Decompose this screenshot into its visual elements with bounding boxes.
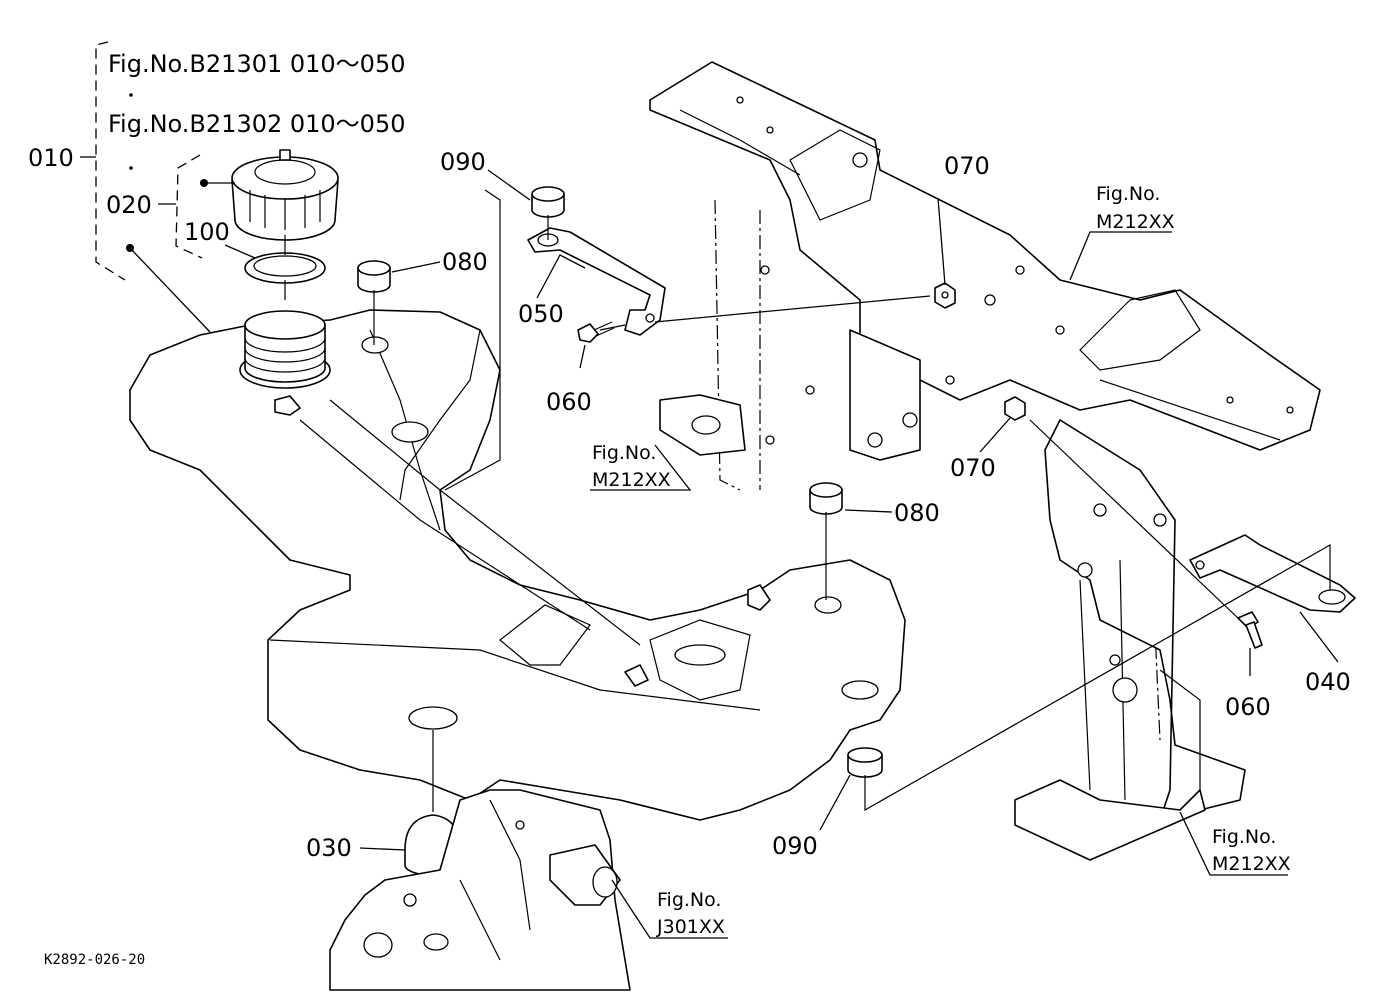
label-070-lower: 070	[950, 454, 996, 482]
ref-b21302: Fig.No.B21302 010～050	[108, 110, 406, 138]
group-bracket-010	[95, 41, 126, 281]
transmission-case	[329, 789, 631, 991]
group-bracket-020	[175, 154, 203, 259]
bolt-060-lower	[1237, 611, 1263, 649]
label-010: 010	[28, 144, 74, 172]
fuel-cap-020	[231, 149, 339, 241]
label-050: 050	[518, 300, 564, 328]
bracket-040	[1189, 534, 1356, 613]
label-100: 100	[184, 218, 230, 246]
ref-m212xx-middle: M212XX	[592, 469, 671, 491]
label-030: 030	[306, 834, 352, 862]
label-090-upper: 090	[440, 148, 486, 176]
spacer-080-lower	[809, 482, 843, 515]
frame-assembly	[649, 61, 1321, 861]
label-060-lower: 060	[1225, 693, 1271, 721]
ref-fig-no-bottom-right: Fig.No.	[1212, 826, 1276, 848]
fuel-tank	[129, 309, 906, 821]
spacer-080-upper	[357, 260, 391, 293]
ref-b21301: Fig.No.B21301 010～050	[108, 50, 406, 78]
label-080-lower: 080	[894, 499, 940, 527]
ref-fig-no-top-right: Fig.No.	[1096, 183, 1160, 205]
seal-ring-100	[244, 252, 326, 284]
spacer-090-lower	[847, 747, 883, 778]
ref-j301xx-bottom: J301XX	[656, 916, 725, 938]
ref-m212xx-bottom-right: M212XX	[1212, 853, 1291, 875]
label-040: 040	[1305, 668, 1351, 696]
label-060-upper: 060	[546, 388, 592, 416]
ref-fig-no-bottom: Fig.No.	[657, 889, 721, 911]
spacer-090-upper	[531, 186, 565, 218]
filler-neck	[239, 310, 331, 389]
label-070-upper: 070	[944, 152, 990, 180]
drawing-code: K2892-026-20	[44, 952, 145, 968]
bolt-060-upper	[577, 321, 615, 343]
ref-fig-no-middle: Fig.No.	[592, 442, 656, 464]
nut-070-lower	[1004, 396, 1026, 421]
ref-m212xx-top-right: M212XX	[1096, 211, 1175, 233]
label-080-upper: 080	[442, 248, 488, 276]
label-090-lower: 090	[772, 832, 818, 860]
label-020: 020	[106, 191, 152, 219]
